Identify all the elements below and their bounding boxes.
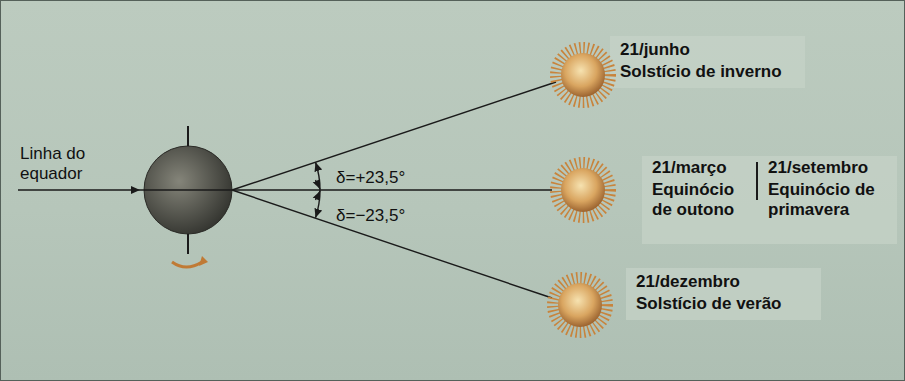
rotation-arrow (172, 262, 202, 267)
angle-arc (316, 190, 321, 218)
angle-label: δ=+23,5° (336, 168, 405, 188)
earth-axis (187, 234, 189, 254)
sun (553, 278, 607, 332)
angle-arc (316, 180, 321, 189)
sun-ray-line (232, 190, 552, 298)
date-label: 21/junho (620, 40, 690, 60)
sun (556, 163, 610, 217)
season-label: Equinócio de outono (652, 180, 748, 220)
rotation-arrow (199, 256, 208, 266)
equator-arrow (18, 189, 140, 191)
season-label: Solstício de inverno (620, 62, 782, 82)
date-label: 21/setembro (768, 158, 868, 178)
earth-axis (187, 126, 189, 146)
earth (144, 146, 232, 234)
sun-ray-line (232, 82, 556, 190)
equator-line (144, 189, 232, 190)
text-patch (610, 36, 805, 88)
equator-line (140, 189, 552, 190)
season-label: Equinócio de primavera (768, 180, 893, 220)
date-label: 21/dezembro (636, 272, 740, 292)
season-label: Solstício de verão (636, 294, 782, 314)
date-label: 21/março (652, 158, 727, 178)
divider (756, 162, 758, 200)
angle-arc (316, 191, 321, 200)
angle-arc (316, 162, 321, 190)
sun (556, 48, 610, 102)
axis-label: Linha do equador (20, 144, 102, 184)
angle-label: δ=−23,5° (336, 206, 405, 226)
text-patch (626, 268, 821, 320)
text-patch (642, 156, 897, 244)
